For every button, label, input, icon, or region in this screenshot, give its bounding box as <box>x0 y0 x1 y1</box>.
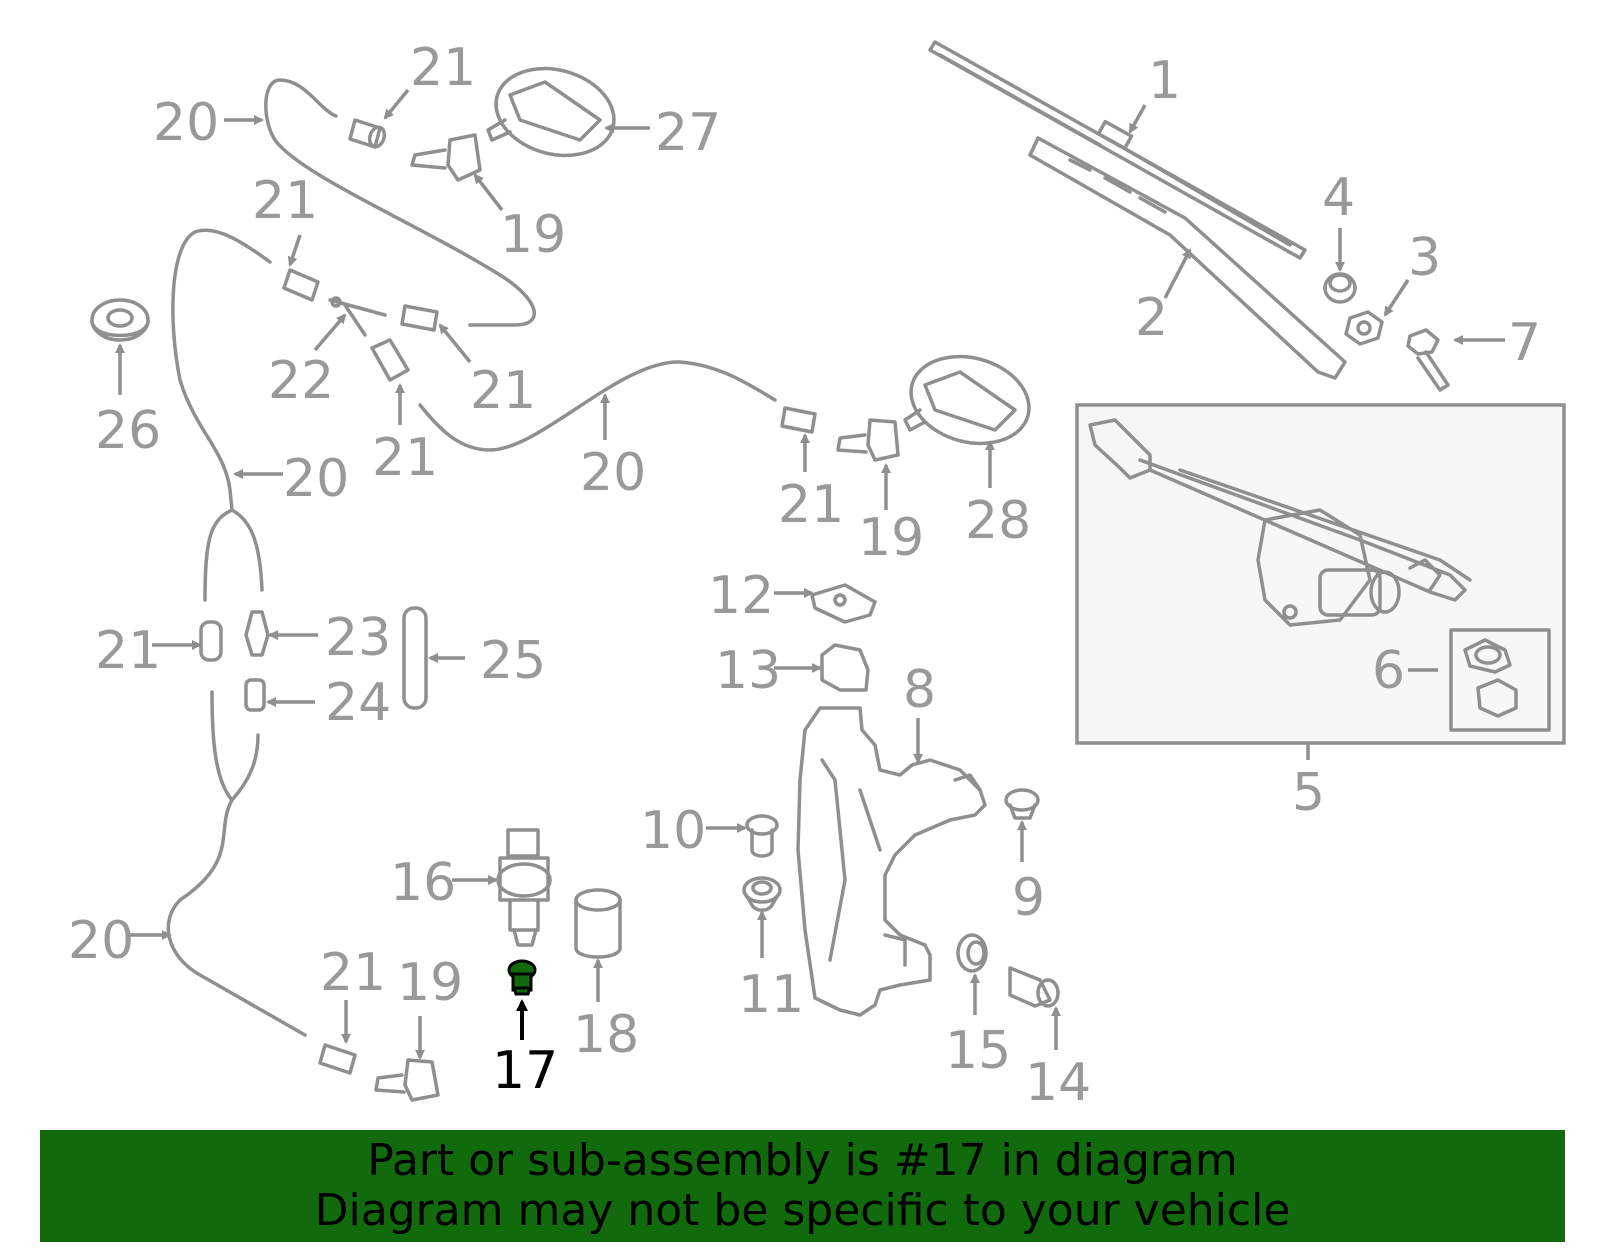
inset-clip-kit <box>1449 628 1551 732</box>
bracket-13 <box>820 643 870 692</box>
callout-17: 17 <box>492 1041 558 1101</box>
callout-7: 7 <box>1508 313 1541 373</box>
reservoir-8 <box>796 706 987 1017</box>
callout-6: 6 <box>1372 641 1405 701</box>
callout-16: 16 <box>390 853 456 913</box>
callout-26: 26 <box>95 401 161 461</box>
callout-4: 4 <box>1322 168 1355 228</box>
callout-13: 13 <box>715 641 781 701</box>
callout-15: 15 <box>945 1021 1011 1081</box>
grommet-9 <box>1004 788 1040 820</box>
nut-4 <box>1323 272 1357 304</box>
hose-left-lower <box>166 690 307 1037</box>
grommet-10 <box>745 814 779 858</box>
hose-left-upper <box>171 228 272 602</box>
nut-3 <box>1344 310 1384 346</box>
wiper-linkage-motor <box>1088 418 1472 627</box>
callout-21-f: 21 <box>95 621 161 681</box>
connector-21-e <box>780 406 817 434</box>
fitting-24 <box>244 678 266 712</box>
banner-line-1: Part or sub-assembly is #17 in diagram <box>367 1135 1238 1186</box>
callout-1: 1 <box>1148 51 1181 111</box>
seal-15 <box>956 933 988 973</box>
callout-21-g: 21 <box>320 943 386 1003</box>
connector-21-c <box>400 304 439 332</box>
connector-21-a <box>348 118 387 149</box>
nozzle-28 <box>903 354 1031 446</box>
check-valve-19-b <box>836 418 900 462</box>
callout-8: 8 <box>903 660 936 720</box>
connector-21-f <box>199 620 223 662</box>
hose-25 <box>402 606 428 710</box>
clip-kit-6 <box>1463 638 1518 718</box>
info-banner: Part or sub-assembly is #17 in diagram D… <box>40 1130 1565 1242</box>
callout-20-a: 20 <box>153 93 219 153</box>
hose-upper <box>264 78 536 327</box>
callout-18: 18 <box>573 1005 639 1065</box>
callout-arrows <box>115 88 1505 1060</box>
fitting-23 <box>244 610 270 657</box>
callout-22: 22 <box>268 351 334 411</box>
nozzle-27 <box>486 66 616 158</box>
callout-25: 25 <box>480 631 546 691</box>
connector-21-d <box>370 338 410 382</box>
callout-20-d: 20 <box>68 911 134 971</box>
callout-19-b: 19 <box>858 508 924 568</box>
callout-2: 2 <box>1135 288 1168 348</box>
callout-5: 5 <box>1292 763 1325 823</box>
callout-21-a: 21 <box>410 38 476 98</box>
clip-12 <box>810 583 877 624</box>
hose-middle <box>418 360 777 452</box>
connector-21-g <box>318 1043 357 1075</box>
callout-3: 3 <box>1408 228 1441 288</box>
callout-27: 27 <box>655 103 721 163</box>
callout-21-e: 21 <box>778 475 844 535</box>
callout-14: 14 <box>1025 1053 1091 1113</box>
washer-pump-16 <box>496 828 552 947</box>
callout-labels: 1 2 3 4 5 6 7 8 9 10 11 12 13 14 15 16 1… <box>68 38 1541 1113</box>
cap-18 <box>574 888 622 959</box>
sensor-14 <box>1008 966 1060 1008</box>
callout-28: 28 <box>965 491 1031 551</box>
callout-23: 23 <box>325 608 391 668</box>
grommet-11 <box>742 876 782 912</box>
connector-21-b <box>282 268 320 302</box>
callout-20-b: 20 <box>283 449 349 509</box>
check-valve-19-a <box>410 133 482 182</box>
wiper-blade <box>928 40 1307 260</box>
banner-line-2: Diagram may not be specific to your vehi… <box>314 1185 1291 1236</box>
callout-21-d: 21 <box>372 428 438 488</box>
callout-9: 9 <box>1012 868 1045 928</box>
callout-10: 10 <box>640 801 706 861</box>
grommet-26 <box>90 298 150 342</box>
callout-21-c: 21 <box>470 361 536 421</box>
callout-11: 11 <box>738 965 804 1025</box>
callout-24: 24 <box>325 673 391 733</box>
callout-21-b: 21 <box>252 171 318 231</box>
wiper-arm <box>1028 136 1347 380</box>
t-connector-22 <box>328 296 387 337</box>
callout-12: 12 <box>708 566 774 626</box>
callout-19-c: 19 <box>397 953 463 1013</box>
callout-20-c: 20 <box>580 443 646 503</box>
callout-19-a: 19 <box>500 205 566 265</box>
grommet-17-highlighted <box>507 959 537 996</box>
bolt-7 <box>1406 328 1450 392</box>
check-valve-19-c <box>374 1058 440 1102</box>
